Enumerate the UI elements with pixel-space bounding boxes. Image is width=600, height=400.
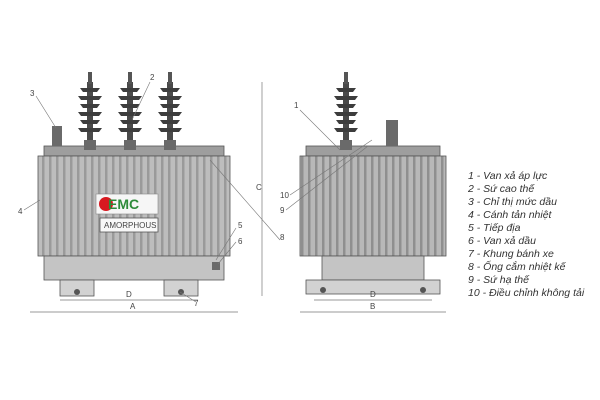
callout-5: 5 bbox=[238, 221, 243, 230]
callout-1: 1 bbox=[294, 101, 299, 110]
legend-item-3: 3 - Chỉ thị mức dầu bbox=[468, 196, 557, 208]
pressure-relief-valve bbox=[52, 126, 62, 146]
callout-9: 9 bbox=[280, 206, 285, 215]
legend-item-10: 10 - Điều chỉnh không tải bbox=[468, 287, 585, 299]
nameplate bbox=[99, 217, 159, 233]
callout-8: 8 bbox=[280, 233, 285, 242]
logo-text: EMC bbox=[108, 196, 139, 212]
callout-2: 2 bbox=[150, 73, 155, 82]
side-cover bbox=[305, 145, 441, 157]
callout-leaders bbox=[23, 81, 373, 303]
legend-item-4: 4 - Cánh tản nhiệt bbox=[468, 209, 552, 221]
legend-item-1: 1 - Van xả áp lực bbox=[468, 170, 548, 182]
side-hv-bushing bbox=[334, 72, 358, 150]
dim-D-side: D bbox=[370, 290, 376, 299]
dim-C: C bbox=[256, 183, 262, 192]
legend-item-7: 7 - Khung bánh xe bbox=[468, 248, 554, 260]
front-wheel-frame bbox=[59, 279, 95, 297]
callout-6: 6 bbox=[238, 237, 243, 246]
side-view bbox=[299, 72, 447, 295]
callout-3: 3 bbox=[30, 89, 35, 98]
callout-7: 7 bbox=[194, 299, 199, 308]
legend-item-9: 9 - Sứ hạ thế bbox=[468, 274, 529, 286]
dim-D-front: D bbox=[126, 290, 132, 299]
legend-item-6: 6 - Van xả dầu bbox=[468, 235, 536, 247]
dim-B: B bbox=[370, 302, 375, 311]
dim-A: A bbox=[130, 302, 136, 311]
front-base bbox=[43, 255, 225, 281]
nameplate-text: AMORPHOUS bbox=[104, 221, 156, 230]
emc-logo: EMC bbox=[95, 193, 159, 215]
legend-item-2: 2 - Sứ cao thế bbox=[468, 183, 535, 195]
callout-4: 4 bbox=[18, 207, 23, 216]
callout-10: 10 bbox=[280, 191, 289, 200]
hv-bushings bbox=[78, 72, 182, 150]
side-radiator bbox=[299, 155, 447, 257]
oil-level-indicator bbox=[386, 120, 398, 146]
front-view: EMC AMORPHOUS bbox=[37, 72, 231, 297]
legend-item-5: 5 - Tiếp địa bbox=[468, 222, 521, 234]
dimension-lines bbox=[30, 82, 446, 313]
oil-drain-valve bbox=[212, 262, 220, 270]
legend-item-8: 8 - Ống cắm nhiệt kế bbox=[468, 261, 566, 273]
